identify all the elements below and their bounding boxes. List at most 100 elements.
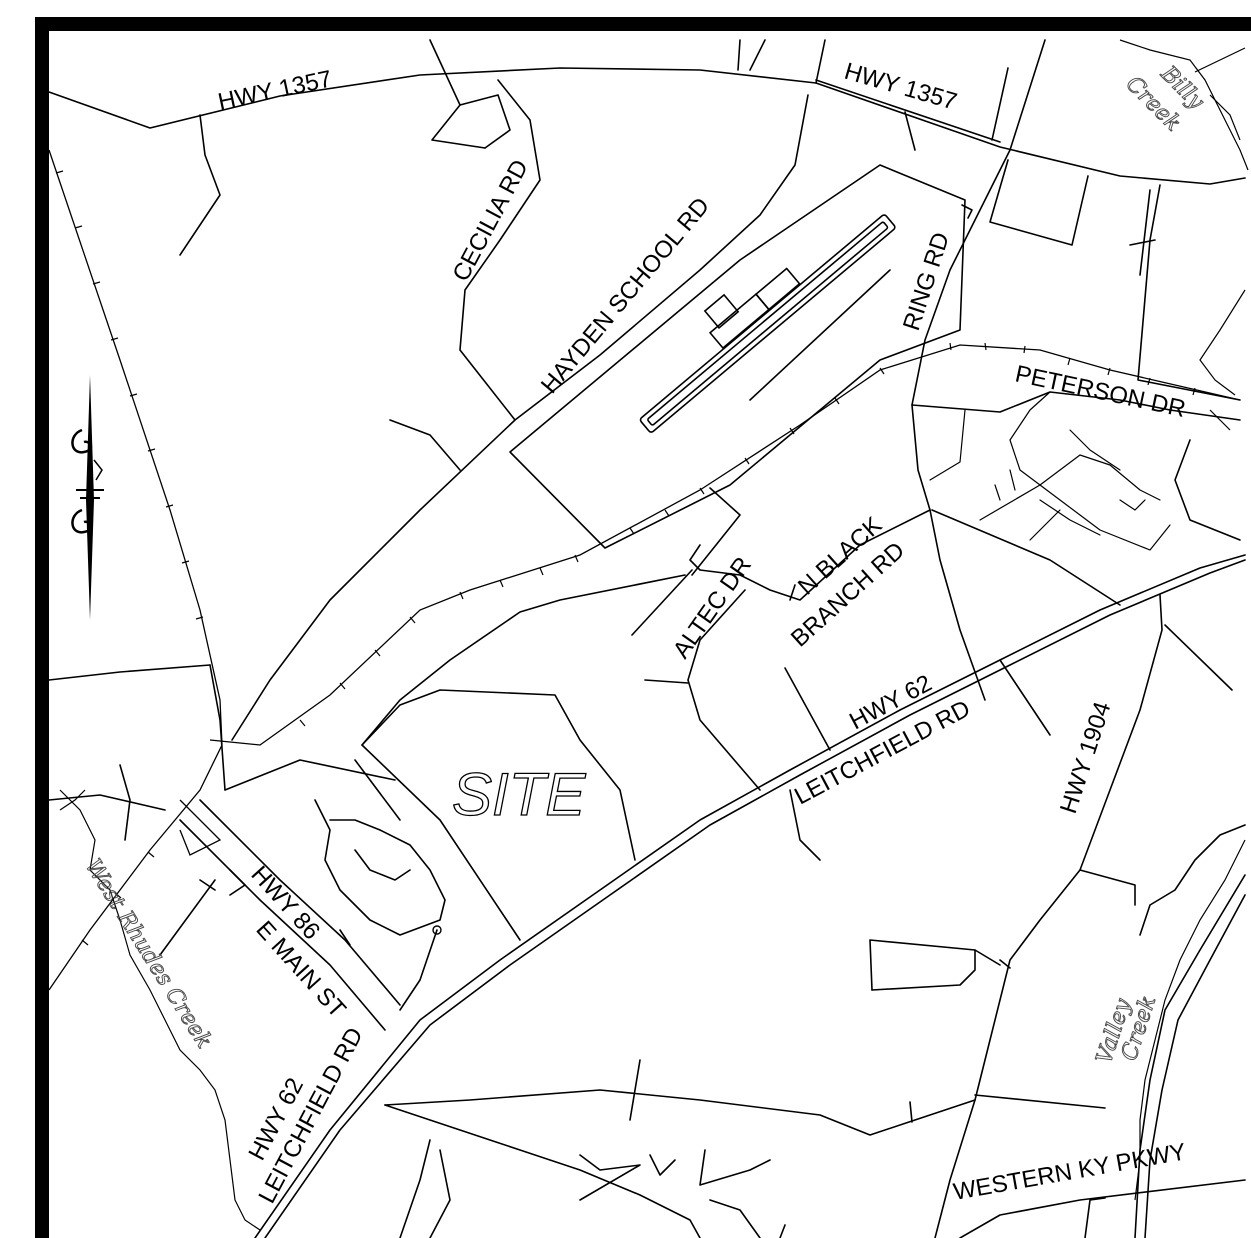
road-west-north xyxy=(179,114,221,256)
road-cecilia-north xyxy=(429,39,486,149)
road-western-ky-pkwy-edge xyxy=(1144,894,1246,1238)
road-west-6 xyxy=(159,879,216,956)
road-west-7 xyxy=(199,879,216,891)
road-sw-9 xyxy=(629,1059,641,1121)
creek-west-rhudes-top xyxy=(59,789,86,811)
road-taxiway xyxy=(749,269,891,401)
road-west-2 xyxy=(209,664,226,791)
road-network xyxy=(48,39,1246,1238)
road-site-loop xyxy=(361,689,636,861)
creek-valley xyxy=(1134,839,1246,1201)
road-north-stub-2 xyxy=(749,39,766,71)
airport-runway xyxy=(639,214,896,433)
road-west-5 xyxy=(119,764,131,841)
road-ring-stub xyxy=(961,204,973,219)
road-1904-east xyxy=(974,1094,1106,1109)
label-cecilia-rd: CECILIA RD xyxy=(447,155,533,285)
road-black-branch-stub-2 xyxy=(789,584,796,601)
road-sw-7 xyxy=(699,1149,771,1186)
label-hwy-1357-west: HWY 1357 xyxy=(216,65,335,115)
label-altec-dr: ALTEC DR xyxy=(668,552,757,663)
road-ne-east xyxy=(1137,184,1241,401)
label-west-rhudes-creek: West Rhudes Creek xyxy=(80,855,217,1053)
road-hwy-1357-edge xyxy=(815,79,1001,143)
subdivision-streets xyxy=(929,391,1171,551)
map-frame xyxy=(35,17,1251,1238)
road-altec-spur xyxy=(631,569,693,636)
road-west-loop-south xyxy=(399,929,438,1011)
road-west-loop-inner xyxy=(354,849,411,881)
road-sw-8 xyxy=(709,1199,761,1238)
label-hayden-school-rd: HAYDEN SCHOOL RD xyxy=(536,193,715,399)
creeks xyxy=(59,39,1249,1231)
road-1904-stub xyxy=(999,959,1011,969)
road-hwy-62-spur-2 xyxy=(789,789,821,861)
road-north-stub-4 xyxy=(991,67,1009,141)
road-sw-1 xyxy=(384,1104,701,1238)
road-cul-de-sac-north xyxy=(459,94,511,149)
road-west-3 xyxy=(224,759,396,791)
road-west-loop-link xyxy=(354,759,401,821)
road-hwy-86 xyxy=(179,819,386,1031)
road-ne-block xyxy=(989,159,1089,246)
road-hwy-62 xyxy=(254,554,1246,1238)
road-west-loop xyxy=(314,799,446,936)
road-sw-6 xyxy=(649,1154,676,1176)
label-hwy-1357-east: HWY 1357 xyxy=(841,58,960,116)
creek-billy-inner xyxy=(1209,94,1241,141)
road-east-spur xyxy=(1164,624,1233,691)
road-site-boundary xyxy=(361,574,686,941)
road-western-ky-pkwy xyxy=(1134,874,1246,1238)
site-label: SITE xyxy=(452,761,586,828)
road-sw-4 xyxy=(429,1149,451,1238)
road-1904-cul-de-sac-2 xyxy=(871,949,976,991)
road-cecilia xyxy=(459,79,541,421)
road-sw-10 xyxy=(909,1101,913,1123)
creek-east-2 xyxy=(1209,409,1231,431)
road-north-stub-1 xyxy=(737,39,741,71)
road-peterson xyxy=(911,391,1241,421)
road-hwy-62-edge xyxy=(264,559,1246,1238)
road-ne-east-2 xyxy=(1139,189,1151,276)
road-sw-5 xyxy=(579,1154,641,1201)
road-hwy-86-tick xyxy=(339,929,351,946)
road-pkwy-ramp xyxy=(959,1179,1246,1238)
road-ne-tick xyxy=(1129,239,1156,246)
creek-billy-branch xyxy=(1194,47,1246,73)
road-n-black-branch xyxy=(689,509,931,601)
road-altec-stub xyxy=(644,679,689,684)
road-site-north xyxy=(691,487,741,576)
road-sw-3 xyxy=(399,1139,431,1238)
road-hwy-62-spur xyxy=(999,659,1051,736)
railroad xyxy=(48,149,1241,991)
road-1357-south-stub xyxy=(904,111,916,151)
road-west-1 xyxy=(48,664,211,681)
label-peterson-dr: PETERSON DR xyxy=(1013,360,1188,422)
road-west-mid xyxy=(389,419,461,471)
road-hwy-1357 xyxy=(48,67,1246,185)
road-north-stub-3 xyxy=(815,39,826,84)
road-east-curve xyxy=(1139,824,1246,936)
road-pkwy-ramp-2 xyxy=(1084,1197,1106,1238)
map-labels: SITE HWY 1357 HWY 1357 CECILIA RD HAYDEN… xyxy=(79,58,1209,1208)
road-sw-11 xyxy=(779,1224,786,1238)
road-black-branch-east xyxy=(931,509,1121,606)
road-1904-cul-de-sac xyxy=(869,939,1001,991)
road-east-loop xyxy=(1174,439,1241,541)
cul-de-sac xyxy=(432,925,442,935)
road-hayden-school xyxy=(231,94,809,741)
creek-billy xyxy=(1119,39,1249,171)
road-west-4 xyxy=(48,794,166,811)
north-arrow-icon xyxy=(71,375,104,620)
label-western-ky-pkwy: WESTERN KY PKWY xyxy=(951,1138,1188,1206)
road-altec xyxy=(687,589,761,791)
road-hwy-86-edge xyxy=(199,799,401,1006)
road-black-branch-stub xyxy=(784,667,831,751)
creek-west-rhudes xyxy=(59,789,261,1231)
road-sw-2 xyxy=(384,1089,976,1136)
road-airport-loop xyxy=(509,164,966,549)
road-hwy-1904 xyxy=(934,594,1163,1238)
road-west-8 xyxy=(229,869,246,896)
creek-east xyxy=(1199,289,1246,396)
